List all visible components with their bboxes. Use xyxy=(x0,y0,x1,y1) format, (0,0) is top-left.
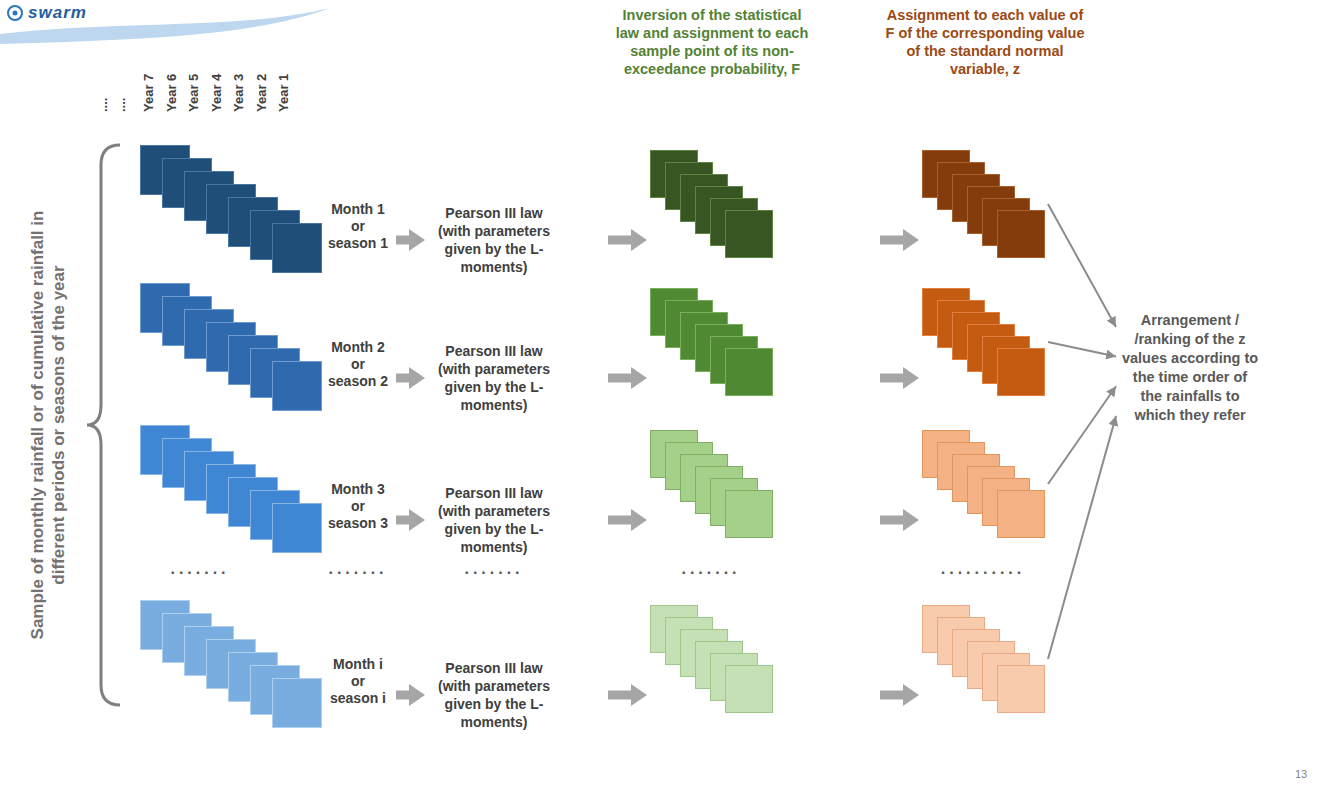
continuation-dots: ....... xyxy=(140,560,260,578)
flow-arrow xyxy=(880,516,903,525)
flow-arrow xyxy=(608,691,631,700)
stack-label: Month 1 or season 1 xyxy=(326,201,390,252)
column-header: Assignment to each value of F of the cor… xyxy=(885,6,1085,78)
sample-stack: Month i or season i xyxy=(140,600,392,730)
flow-arrow xyxy=(608,374,631,383)
logo-text: swarm xyxy=(28,3,108,23)
logo-icon-dot xyxy=(13,11,18,16)
law-label-box: Pearson III law (with parameters given b… xyxy=(428,659,560,731)
flow-arrow xyxy=(396,691,409,700)
sample-stack xyxy=(922,288,1045,396)
sample-stack xyxy=(650,605,773,713)
result-box: Arrangement / /ranking of the z values a… xyxy=(1120,311,1260,425)
flow-arrow xyxy=(396,236,409,245)
ellipsis-mark: .... xyxy=(113,98,128,112)
stack-sheet xyxy=(725,348,773,396)
law-label: Pearson III law (with parameters given b… xyxy=(428,342,560,414)
law-label: Pearson III law (with parameters given b… xyxy=(428,659,560,731)
year-label: Year 1 xyxy=(276,74,291,112)
flow-arrow xyxy=(396,516,409,525)
stack-sheet xyxy=(725,210,773,258)
law-label-box: Pearson III law (with parameters given b… xyxy=(428,204,560,276)
law-label-box: Pearson III law (with parameters given b… xyxy=(428,342,560,414)
sample-stack xyxy=(650,150,773,258)
stack-label: Month 3 or season 3 xyxy=(326,481,390,532)
stack-sheet xyxy=(725,665,773,713)
merge-arrow xyxy=(1048,416,1116,659)
sample-stack xyxy=(922,605,1045,713)
stack-sheet xyxy=(272,503,322,553)
sample-stack: Month 2 or season 2 xyxy=(140,283,392,413)
curly-brace xyxy=(87,145,120,705)
sample-stack xyxy=(922,150,1045,258)
continuation-dots: ....... xyxy=(298,560,418,578)
ellipsis-mark: .... xyxy=(95,98,110,112)
continuation-dots: ....... xyxy=(651,560,771,578)
law-label: Pearson III law (with parameters given b… xyxy=(428,204,560,276)
stack-label: Month 2 or season 2 xyxy=(326,339,390,390)
flow-arrow xyxy=(608,236,631,245)
axis-title: Sample of monthly rainfall or of cumulat… xyxy=(27,175,69,675)
sample-stack xyxy=(650,430,773,538)
merge-arrow xyxy=(1048,204,1116,327)
page-number: 13 xyxy=(1286,768,1316,780)
continuation-dots: ....... xyxy=(434,560,554,578)
stack-sheet xyxy=(272,361,322,411)
result-label: Arrangement / /ranking of the z values a… xyxy=(1120,311,1260,425)
sample-stack xyxy=(922,430,1045,538)
stack-sheet xyxy=(997,348,1045,396)
stack-sheet xyxy=(272,223,322,273)
sample-stack xyxy=(650,288,773,396)
continuation-dots: .......... xyxy=(913,560,1053,578)
year-label: Year 6 xyxy=(164,74,179,112)
column-header: Inversion of the statistical law and ass… xyxy=(612,6,812,78)
flow-arrow xyxy=(880,374,903,383)
year-label: Year 7 xyxy=(141,74,156,112)
flow-arrow xyxy=(396,374,409,383)
year-label: Year 5 xyxy=(186,74,201,112)
stack-sheet xyxy=(272,678,322,728)
flow-arrow xyxy=(608,516,631,525)
stack-sheet xyxy=(997,490,1045,538)
sample-stack: Month 1 or season 1 xyxy=(140,145,392,275)
stack-label: Month i or season i xyxy=(326,656,390,707)
sample-stack: Month 3 or season 3 xyxy=(140,425,392,555)
stack-sheet xyxy=(997,665,1045,713)
law-label: Pearson III law (with parameters given b… xyxy=(428,484,560,556)
law-label-box: Pearson III law (with parameters given b… xyxy=(428,484,560,556)
year-label: Year 3 xyxy=(231,74,246,112)
flow-arrow xyxy=(880,236,903,245)
flow-arrow xyxy=(880,691,903,700)
year-label: Year 2 xyxy=(254,74,269,112)
merge-arrow xyxy=(1048,386,1116,484)
stack-sheet xyxy=(725,490,773,538)
merge-arrow xyxy=(1048,342,1116,357)
stack-sheet xyxy=(997,210,1045,258)
year-label: Year 4 xyxy=(209,74,224,112)
logo-icon xyxy=(8,6,22,20)
